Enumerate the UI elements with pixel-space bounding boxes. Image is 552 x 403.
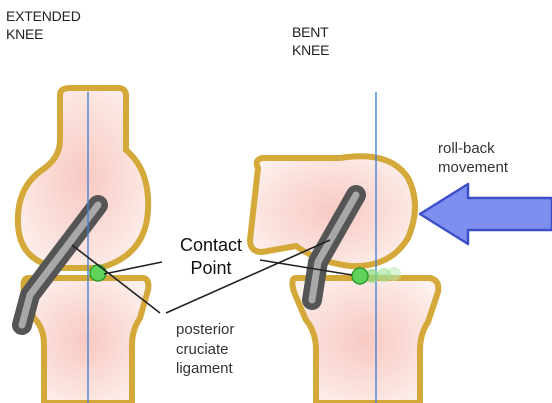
extended-knee-label-line2: KNEE [6,26,81,44]
bent-knee [250,92,438,403]
contact-point-label: Contact Point [164,234,258,279]
bent-knee-label-line1: BENT [292,24,329,42]
extended-knee [18,88,149,403]
pcl-label-line3: ligament [176,359,234,379]
pcl-label-line1: posterior [176,320,234,340]
extended-knee-label: EXTENDED KNEE [6,8,81,43]
rollback-arrow [420,184,552,244]
extended-tibia [24,278,149,403]
pcl-label: posterior cruciate ligament [176,320,234,379]
bent-knee-label: BENT KNEE [292,24,329,59]
bent-knee-label-line2: KNEE [292,42,329,60]
rollback-label-line1: roll-back [438,140,508,159]
rollback-label-line2: movement [438,159,508,178]
rollback-label: roll-back movement [438,140,508,178]
bent-contact-point [352,268,368,284]
contact-point-label-line2: Point [164,257,258,280]
bent-contact-ghost [377,268,391,282]
pcl-label-line2: cruciate [176,340,234,360]
extended-knee-label-line1: EXTENDED [6,8,81,26]
contact-point-label-line1: Contact [164,234,258,257]
extended-contact-point [90,265,106,281]
